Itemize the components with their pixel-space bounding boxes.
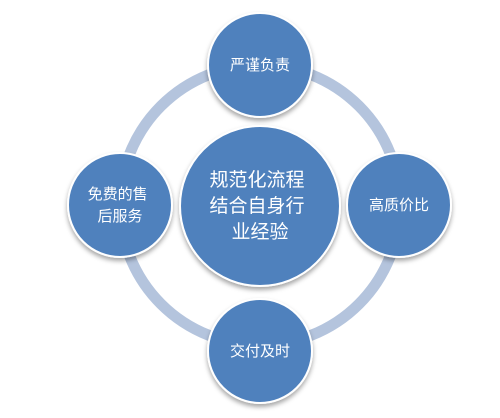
svg-text:交付及时: 交付及时 [230, 342, 290, 360]
right-node-label: 高质价比 [369, 196, 429, 214]
center-node: 规范化流程 结合自身行 业经验 [179, 125, 341, 287]
svg-text:免费的售 后服务: 免费的售 后服务 [88, 185, 153, 225]
svg-text:严谨负责: 严谨负责 [230, 56, 290, 74]
left-node: 免费的售 后服务 [67, 152, 173, 258]
left-node-line-1: 免费的售 [88, 185, 148, 203]
left-node-line-2: 后服务 [97, 207, 142, 225]
bottom-node-label: 交付及时 [230, 342, 290, 360]
center-line-2: 结合自身行 [209, 195, 304, 217]
right-node: 高质价比 [346, 152, 452, 258]
center-line-3: 业经验 [231, 221, 288, 243]
bottom-node: 交付及时 [207, 298, 313, 404]
svg-text:规范化流程 结合自身行 业经验: 规范化流程 结合自身行 业经验 [209, 169, 310, 243]
center-line-1: 规范化流程 [209, 169, 304, 191]
svg-text:高质价比: 高质价比 [369, 196, 429, 214]
top-node: 严谨负责 [207, 12, 313, 118]
top-node-label: 严谨负责 [230, 56, 290, 74]
